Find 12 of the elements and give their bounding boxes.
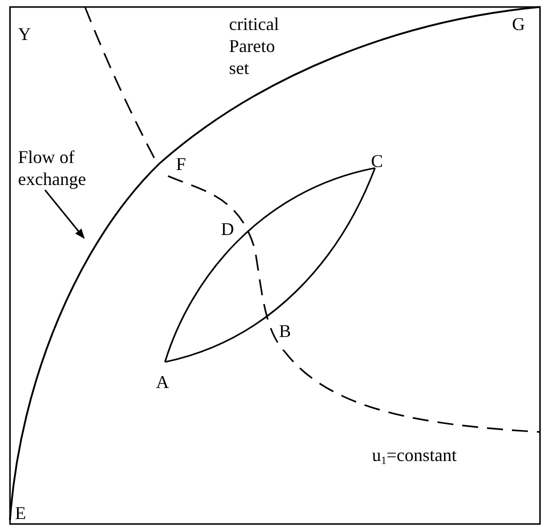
point-label: D <box>221 218 234 240</box>
point-label: A <box>156 371 169 393</box>
annotation-text: Flow of exchange <box>18 146 108 190</box>
point-label: B <box>279 320 292 342</box>
arrow <box>44 190 85 239</box>
point-label: C <box>371 150 384 172</box>
point-label: F <box>176 153 186 175</box>
point-label: G <box>512 13 525 35</box>
point-label: E <box>15 502 26 524</box>
curve-label: u$_{1}$=constant <box>372 444 457 466</box>
curve-label: critical Pareto set <box>229 13 280 79</box>
axis-label: Y <box>18 23 31 45</box>
